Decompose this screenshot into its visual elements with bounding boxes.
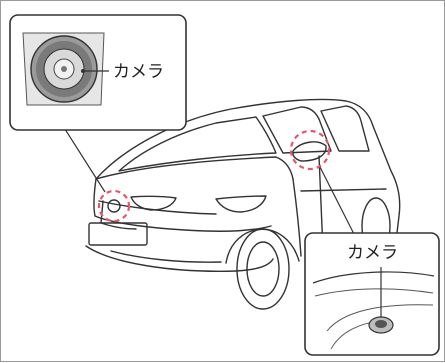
side-camera-label: カメラ	[347, 245, 398, 262]
side-leader-line	[320, 167, 356, 238]
side-camera-highlight	[291, 131, 329, 169]
front-leader-line	[63, 126, 105, 192]
front-camera-label: カメラ	[113, 64, 164, 81]
